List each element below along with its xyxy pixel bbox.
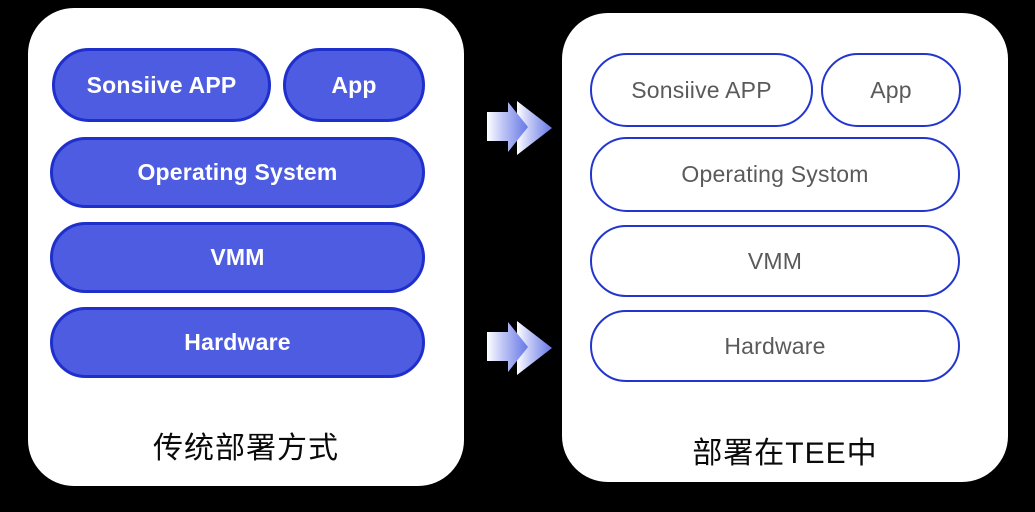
pill-sonsiive-app: Sonsiive APP xyxy=(590,53,813,127)
pill-operating-system: Operating Systom xyxy=(590,137,960,212)
pill-app: App xyxy=(283,48,425,122)
pill-vmm: VMM xyxy=(50,222,425,293)
pill-sonsiive-app: Sonsiive APP xyxy=(52,48,271,122)
tee-deployment-panel: Sonsiive APP App Operating Systom VMM Ha… xyxy=(562,13,1008,482)
pill-hardware: Hardware xyxy=(50,307,425,378)
right-double-arrow-icon xyxy=(487,321,552,375)
right-double-arrow-icon xyxy=(487,101,552,155)
traditional-deployment-panel: Sonsiive APP App Operating System VMM Ha… xyxy=(28,8,464,486)
pill-vmm: VMM xyxy=(590,225,960,297)
pill-hardware: Hardware xyxy=(590,310,960,382)
tee-deployment-label: 部署在TEE中 xyxy=(692,437,878,470)
pill-operating-system: Operating System xyxy=(50,137,425,208)
pill-app: App xyxy=(821,53,961,127)
traditional-deployment-label: 传统部署方式 xyxy=(153,432,339,465)
